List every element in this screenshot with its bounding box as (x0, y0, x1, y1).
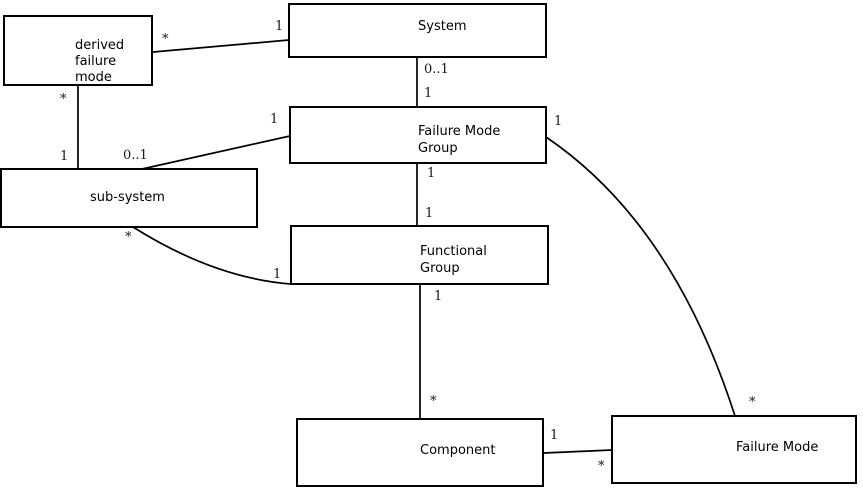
cardinality-fg-end-fmg-link: 1 (425, 206, 434, 221)
cardinality-component-end-fm-link: 1 (550, 428, 559, 443)
entity-system-label: System (418, 19, 467, 34)
entity-failure-mode (611, 415, 857, 484)
cardinality-subsystem-end-derived-link: 1 (60, 149, 69, 164)
cardinality-derived-end-subsystem-link: * (60, 92, 67, 107)
cardinality-fg-end-component-link: 1 (434, 289, 443, 304)
cardinality-system-end-derived-link: 1 (275, 19, 284, 34)
cardinality-derived-end-system-link: * (162, 32, 169, 47)
connector-component-failure-mode (543, 449, 613, 454)
entity-component (296, 418, 544, 487)
cardinality-subsystem-end-fg-link: * (125, 230, 132, 245)
entity-functional-group (290, 225, 549, 285)
entity-derived-failure-mode (3, 15, 153, 86)
connector-failure-mode-group-sub-system (141, 135, 291, 170)
connector-failure-mode-group-failure-mode (545, 136, 736, 417)
entity-failure-mode-group-label: Failure Mode Group (418, 124, 501, 156)
cardinality-component-end-fg-link: * (430, 394, 437, 409)
entity-component-label: Component (420, 443, 496, 458)
entity-derived-failure-mode-label: derived failure mode (75, 38, 125, 85)
cardinality-system-end-fmg-link: 0..1 (424, 62, 449, 77)
cardinality-fmg-end-system-link: 1 (424, 86, 433, 101)
cardinality-fmg-end-fm-link: 1 (554, 114, 563, 129)
entity-sub-system (0, 168, 258, 228)
cardinality-fmg-end-fg-link: 1 (427, 166, 436, 181)
cardinality-fmg-end-subsystem-link: 1 (270, 112, 279, 127)
connector-system-derived-failure-mode (152, 39, 290, 53)
cardinality-subsystem-end-fmg-link: 0..1 (123, 148, 148, 163)
connector-sub-system-functional-group (132, 226, 292, 285)
entity-system (288, 3, 547, 58)
cardinality-fm-end-component-link: * (598, 459, 605, 474)
entity-sub-system-label: sub-system (90, 190, 165, 205)
cardinality-fm-end-fmg-link: * (749, 395, 756, 410)
entity-functional-group-label: Functional Group (420, 244, 487, 276)
entity-failure-mode-group (289, 106, 547, 164)
entity-failure-mode-label: Failure Mode (736, 440, 819, 455)
cardinality-fg-end-subsystem-link: 1 (273, 267, 282, 282)
